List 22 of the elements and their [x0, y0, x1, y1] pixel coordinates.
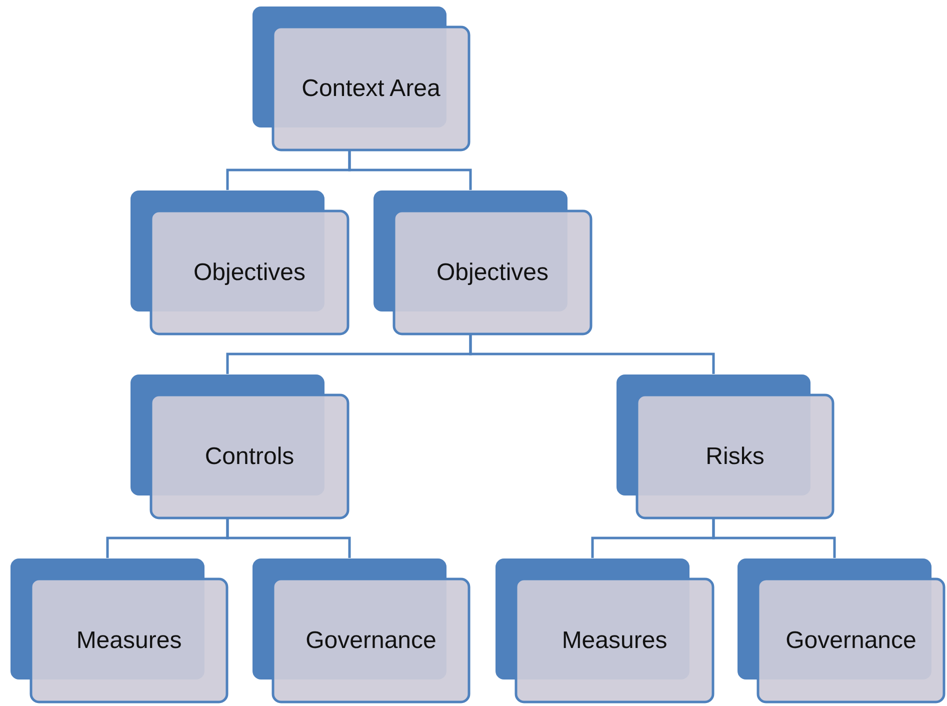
org-chart-box	[616, 374, 834, 519]
connector-line	[226, 519, 351, 558]
org-chart-box	[373, 190, 592, 335]
box-label: Controls	[204, 442, 294, 472]
connector-line	[712, 519, 836, 558]
org-chart-box	[252, 558, 470, 703]
box-label: Objectives	[193, 258, 306, 288]
org-chart-box	[130, 374, 349, 519]
org-chart-box	[737, 558, 945, 703]
org-chart-box	[252, 6, 470, 151]
box-label: Governance	[306, 626, 436, 656]
org-chart-box	[495, 558, 714, 703]
connector-line	[469, 335, 715, 374]
org-chart-box	[10, 558, 228, 703]
box-label: Objectives	[436, 258, 549, 288]
box-label: Context Area	[302, 74, 440, 104]
org-chart-box	[130, 190, 349, 335]
box-label: Measures	[562, 626, 668, 656]
box-label: Measures	[76, 626, 182, 656]
box-label: Governance	[786, 626, 916, 656]
box-label: Risks	[706, 442, 764, 472]
connector-line	[348, 151, 472, 190]
